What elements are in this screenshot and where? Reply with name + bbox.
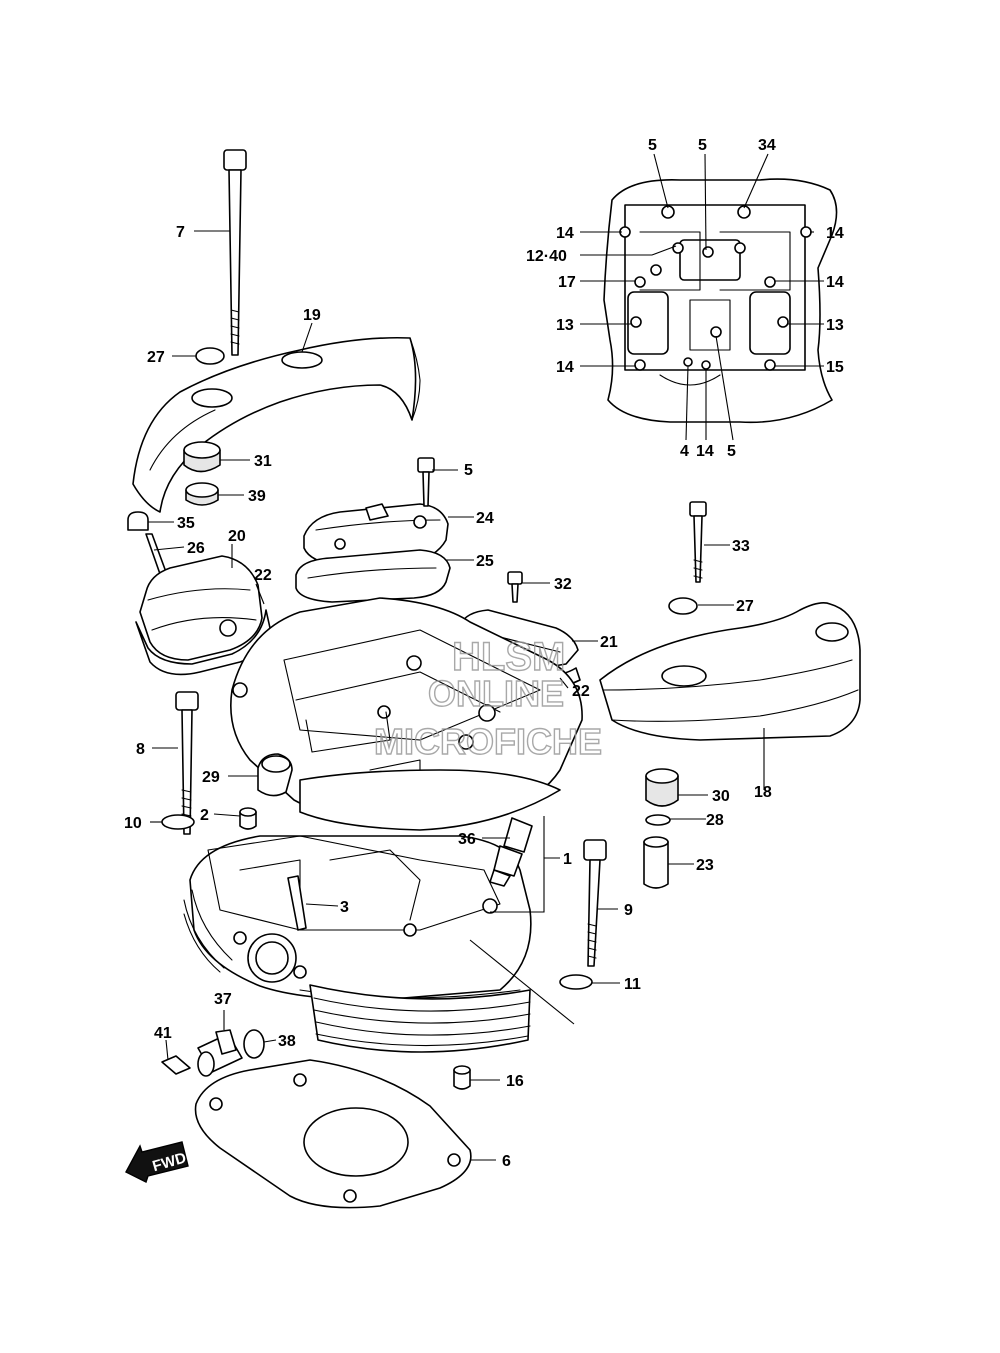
callout-1: 1 bbox=[563, 851, 572, 868]
fwd-arrow-icon: FWD bbox=[125, 1141, 189, 1183]
part-7-long-bolt bbox=[223, 149, 247, 356]
part-26-stud bbox=[145, 533, 167, 575]
callout-25: 25 bbox=[476, 553, 494, 570]
watermark-line-3: MICROFICHE bbox=[374, 721, 602, 762]
part-35-cap-nut bbox=[127, 511, 149, 531]
callout-20: 20 bbox=[228, 528, 246, 545]
part-22-gasket-left bbox=[135, 609, 271, 676]
callout-14: 14 bbox=[556, 225, 574, 242]
part-18-side-cover bbox=[599, 602, 861, 741]
callout-19: 19 bbox=[303, 307, 321, 324]
callout-5: 5 bbox=[727, 443, 736, 460]
watermark-line-2: ONLINE bbox=[428, 673, 564, 714]
callout-2: 2 bbox=[200, 807, 209, 824]
callout-18: 18 bbox=[754, 784, 772, 801]
callout-8: 8 bbox=[136, 741, 145, 758]
part-30-rubber-right bbox=[645, 768, 679, 807]
watermark-line-1: HLSM bbox=[452, 635, 565, 679]
callout-28: 28 bbox=[706, 812, 724, 829]
callout-16: 16 bbox=[506, 1073, 524, 1090]
callout-13: 13 bbox=[556, 317, 574, 334]
callout-31: 31 bbox=[254, 453, 272, 470]
part-39-collar bbox=[185, 482, 219, 506]
callout-6: 6 bbox=[502, 1153, 511, 1170]
callout-10: 10 bbox=[124, 815, 142, 832]
callout-22: 22 bbox=[572, 683, 590, 700]
callout-23: 23 bbox=[696, 857, 714, 874]
callout-32: 32 bbox=[554, 576, 572, 593]
callout-labels: 5 5 34 14 14 12·40 17 14 13 13 14 15 4 1… bbox=[124, 137, 844, 1170]
part-27-grommet-right bbox=[668, 597, 698, 615]
callout-30: 30 bbox=[712, 788, 730, 805]
callout-11: 11 bbox=[624, 976, 641, 993]
part-6-head-gasket bbox=[194, 1059, 472, 1209]
part-41-bolt bbox=[161, 1055, 191, 1075]
part-38-o-ring bbox=[243, 1029, 265, 1059]
callout-36: 36 bbox=[458, 831, 476, 848]
part-36-spark-plug bbox=[489, 817, 533, 887]
part-19-upper-cover bbox=[132, 336, 421, 513]
callout-35: 35 bbox=[177, 515, 195, 532]
callout-5: 5 bbox=[698, 137, 707, 154]
callout-5: 5 bbox=[464, 462, 473, 479]
part-33-bolt bbox=[689, 501, 707, 583]
callout-9: 9 bbox=[624, 902, 633, 919]
part-3-stud bbox=[287, 875, 307, 931]
inset-head-top-view bbox=[603, 178, 838, 424]
callout-22: 22 bbox=[254, 567, 272, 584]
callout-24: 24 bbox=[476, 510, 494, 527]
part-11-washer bbox=[559, 974, 593, 990]
callout-14: 14 bbox=[826, 274, 844, 291]
callout-37: 37 bbox=[214, 991, 232, 1008]
callout-4: 4 bbox=[680, 443, 689, 460]
watermark: HLSM ONLINE MICROFICHE bbox=[373, 634, 602, 762]
callout-21: 21 bbox=[600, 634, 618, 651]
part-23-sleeve bbox=[643, 836, 669, 889]
part-16-dowel bbox=[453, 1065, 471, 1090]
callout-17: 17 bbox=[558, 274, 576, 291]
callout-34: 34 bbox=[758, 137, 776, 154]
part-29-plug bbox=[257, 753, 293, 797]
callout-15: 15 bbox=[826, 359, 844, 376]
part-37-union bbox=[197, 1029, 243, 1077]
callout-26: 26 bbox=[187, 540, 205, 557]
callout-27: 27 bbox=[147, 349, 165, 366]
part-32-small-bolt bbox=[507, 571, 523, 603]
callout-39: 39 bbox=[248, 488, 266, 505]
part-8-bolt bbox=[175, 691, 199, 835]
callout-3: 3 bbox=[340, 899, 349, 916]
part-1-cylinder-head bbox=[183, 597, 583, 1053]
part-20-tappet-cover-left bbox=[139, 555, 263, 661]
leader-lines bbox=[148, 153, 824, 1161]
part-5-bolt-center bbox=[417, 457, 435, 507]
callout-5: 5 bbox=[648, 137, 657, 154]
callout-14: 14 bbox=[556, 359, 574, 376]
part-28-washer bbox=[645, 814, 671, 826]
callout-29: 29 bbox=[202, 769, 220, 786]
callout-14: 14 bbox=[826, 225, 844, 242]
part-9-bolt bbox=[583, 839, 607, 967]
callout-12-40: 12·40 bbox=[526, 248, 567, 265]
part-31-rubber-left bbox=[183, 441, 221, 473]
callout-38: 38 bbox=[278, 1033, 296, 1050]
part-2-dowel bbox=[239, 807, 257, 830]
callout-27: 27 bbox=[736, 598, 754, 615]
callout-7: 7 bbox=[176, 224, 185, 241]
part-10-washer bbox=[161, 814, 195, 830]
callout-41: 41 bbox=[154, 1025, 172, 1042]
part-25-gasket-center bbox=[295, 549, 451, 603]
callout-13: 13 bbox=[826, 317, 844, 334]
part-27-grommet-left bbox=[195, 347, 225, 365]
callout-14: 14 bbox=[696, 443, 714, 460]
callout-33: 33 bbox=[732, 538, 750, 555]
